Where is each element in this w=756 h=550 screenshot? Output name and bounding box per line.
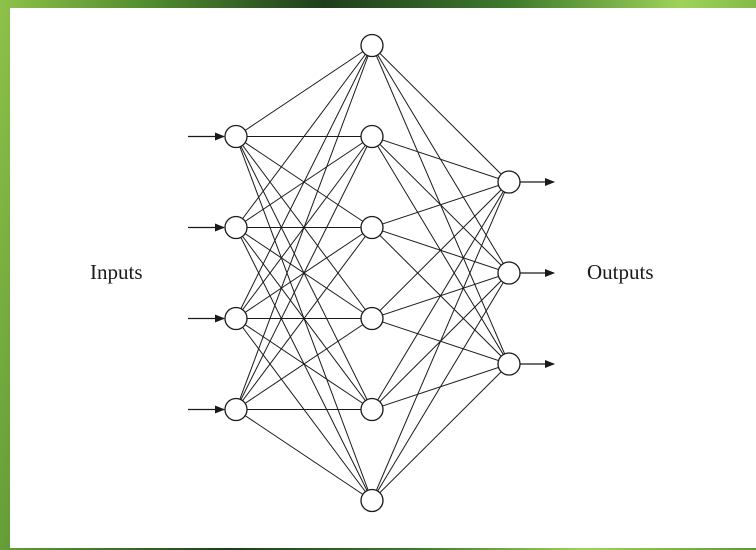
inputs-label: Inputs: [90, 260, 143, 284]
io-arrows: [188, 132, 555, 414]
hidden-neuron-3: [360, 215, 384, 240]
connections: [235, 45, 510, 501]
hidden-neuron-4: [360, 306, 384, 331]
connection-hidden-4-to-output-1: [371, 181, 510, 319]
input-neuron-4: [224, 397, 248, 422]
connection-input-2-to-hidden-1: [235, 45, 373, 228]
diagram-panel: [10, 8, 756, 548]
connection-hidden-6-to-output-2: [371, 272, 510, 501]
connection-input-3-to-hidden-1: [235, 45, 373, 319]
hidden-neuron-5: [360, 397, 384, 422]
connection-input-1-to-hidden-1: [235, 45, 373, 137]
connection-hidden-2-to-output-1: [371, 136, 510, 183]
input-neuron-3: [224, 306, 248, 331]
connection-hidden-3-to-output-1: [371, 181, 510, 228]
connection-hidden-6-to-output-1: [371, 181, 510, 501]
connection-hidden-5-to-output-1: [371, 181, 510, 410]
connection-input-4-to-hidden-1: [235, 45, 373, 410]
output-neuron-2: [497, 261, 521, 285]
input-neuron-1: [224, 124, 248, 149]
connection-input-4-to-hidden-3: [235, 227, 373, 410]
hidden-neuron-1: [360, 33, 384, 58]
input-neuron-2: [224, 215, 248, 240]
connection-hidden-6-to-output-3: [371, 363, 510, 501]
outputs-label: Outputs: [587, 260, 654, 284]
hidden-neuron-6: [360, 488, 384, 513]
connection-input-4-to-hidden-4: [235, 318, 373, 410]
connection-input-4-to-hidden-2: [235, 136, 373, 410]
hidden-neuron-2: [360, 124, 384, 149]
connection-input-4-to-hidden-6: [235, 409, 373, 501]
connection-hidden-1-to-output-1: [371, 45, 510, 183]
output-neuron-1: [497, 170, 521, 194]
neurons: [224, 33, 521, 513]
output-neuron-3: [497, 352, 521, 376]
